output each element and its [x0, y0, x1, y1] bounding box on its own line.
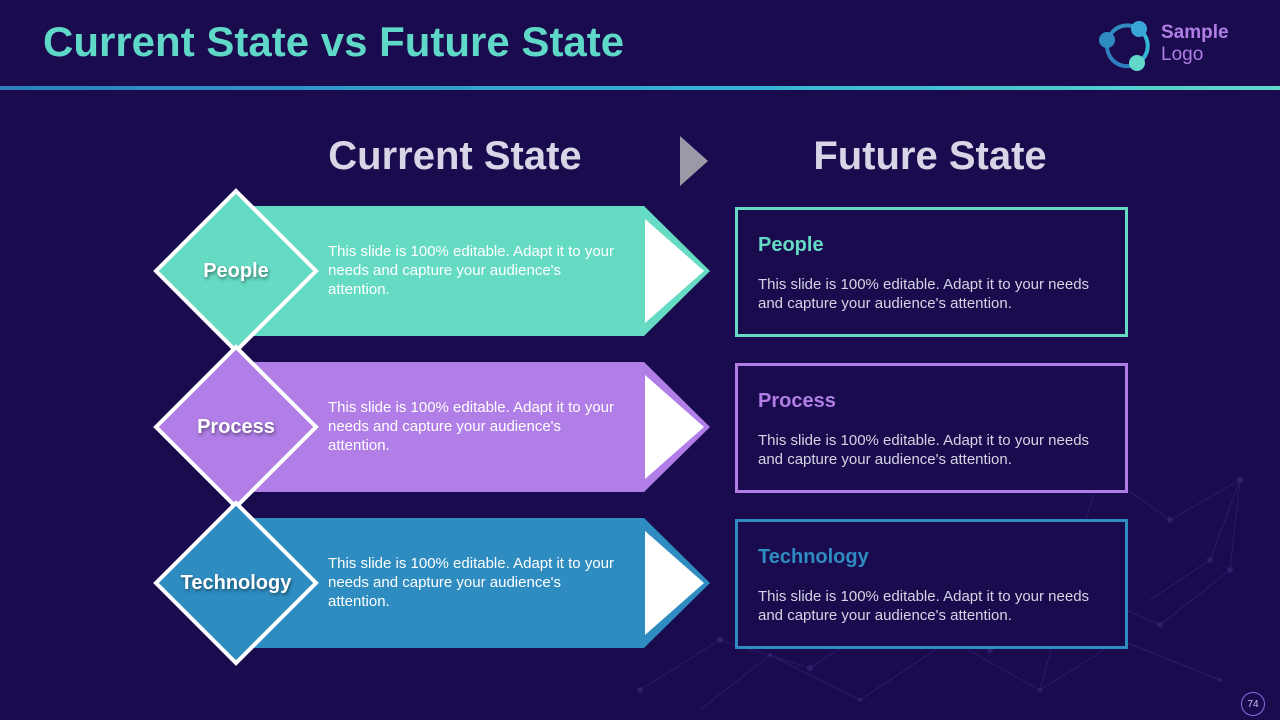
category-diamond-technology: Technology	[153, 500, 319, 666]
current-state-band-process: This slide is 100% editable. Adapt it to…	[230, 361, 712, 493]
title-divider	[0, 86, 1280, 90]
category-label: Process	[197, 415, 275, 438]
future-state-text: This slide is 100% editable. Adapt it to…	[758, 432, 1090, 468]
logo-text-line2: Logo	[1161, 44, 1204, 65]
future-state-title: Process	[758, 390, 836, 412]
category-diamond-people: People	[153, 188, 319, 354]
page-number: 74	[1241, 692, 1265, 716]
current-state-text: This slide is 100% editable. Adapt it to…	[328, 243, 614, 298]
future-state-card-technology: Technology This slide is 100% editable. …	[735, 519, 1128, 649]
current-state-band-people: This slide is 100% editable. Adapt it to…	[230, 205, 712, 337]
current-state-heading: Current State	[328, 134, 582, 178]
category-label: People	[203, 259, 269, 282]
future-state-heading: Future State	[813, 134, 1047, 178]
molecule-logo-icon	[1099, 21, 1150, 71]
category-diamond-process: Process	[153, 344, 319, 510]
current-state-text: This slide is 100% editable. Adapt it to…	[328, 555, 614, 610]
future-state-card-people: People This slide is 100% editable. Adap…	[735, 207, 1128, 337]
slide-title: Current State vs Future State	[43, 18, 625, 65]
logo-text-line1: Sample	[1161, 22, 1229, 43]
future-state-card-process: Process This slide is 100% editable. Ada…	[735, 363, 1128, 493]
current-state-band-technology: This slide is 100% editable. Adapt it to…	[230, 517, 712, 649]
play-triangle-icon	[680, 136, 708, 186]
future-state-title: Technology	[758, 546, 869, 568]
future-state-text: This slide is 100% editable. Adapt it to…	[758, 588, 1090, 624]
category-label: Technology	[180, 571, 292, 594]
current-state-text: This slide is 100% editable. Adapt it to…	[328, 399, 614, 454]
future-state-text: This slide is 100% editable. Adapt it to…	[758, 276, 1090, 312]
future-state-title: People	[758, 234, 824, 256]
logo: Sample Logo	[1096, 18, 1256, 74]
